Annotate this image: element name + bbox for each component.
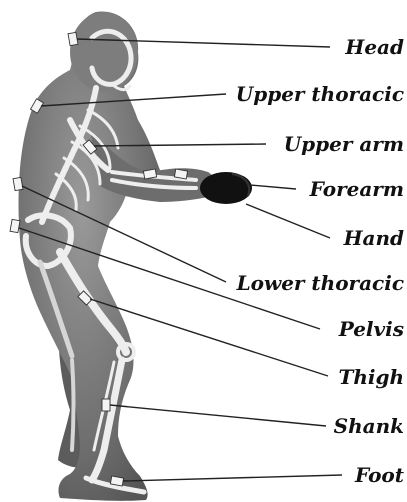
marker-head — [68, 32, 78, 45]
label-head: Head — [344, 35, 404, 59]
label-hand: Hand — [343, 226, 404, 250]
label-thigh: Thigh — [338, 365, 404, 389]
marker-shank — [102, 399, 110, 411]
label-upper-arm: Upper arm — [284, 132, 404, 156]
leader-foot — [123, 475, 342, 481]
label-shank: Shank — [334, 414, 404, 438]
head-silhouette — [70, 12, 138, 92]
marker-pelvis — [10, 219, 20, 232]
leader-forearm — [250, 185, 296, 189]
label-forearm: Forearm — [309, 177, 404, 201]
marker-lower-thoracic — [13, 177, 23, 190]
label-upper-thoracic: Upper thoracic — [236, 82, 404, 106]
leader-hand — [246, 204, 330, 238]
marker-forearm-1 — [143, 169, 156, 179]
label-foot: Foot — [354, 463, 405, 487]
marker-foot — [110, 476, 123, 486]
rear-tibia-bone — [72, 360, 74, 450]
glove-hand — [200, 172, 252, 204]
label-pelvis: Pelvis — [338, 317, 404, 341]
marker-forearm-2 — [174, 169, 187, 179]
leader-shank — [110, 405, 326, 426]
label-lower-thoracic: Lower thoracic — [236, 271, 404, 295]
